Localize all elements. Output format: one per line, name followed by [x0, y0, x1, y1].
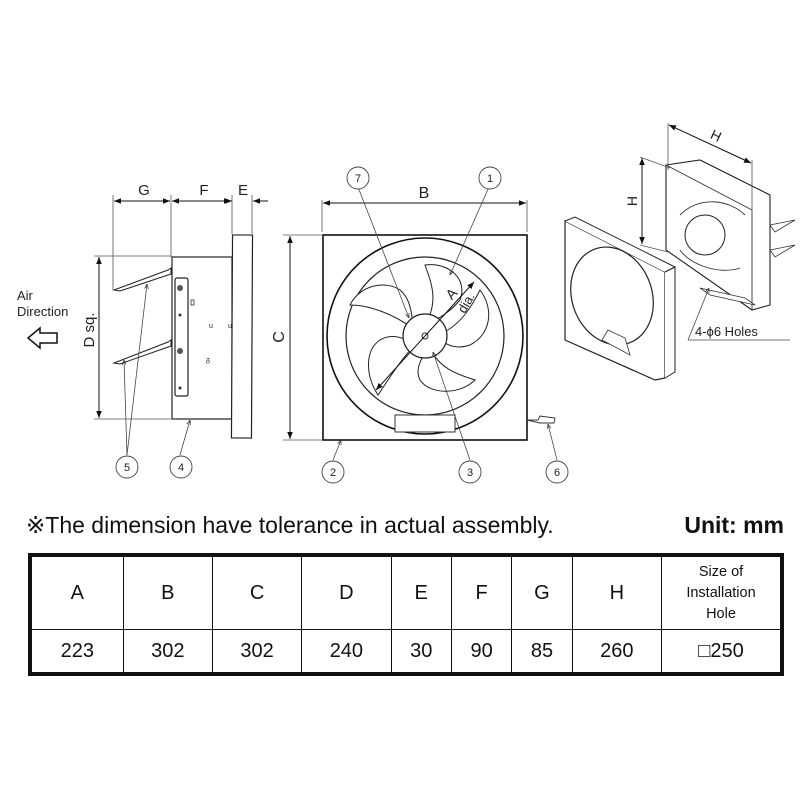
dim-f-label: F — [199, 182, 208, 199]
value-cell-h: 260 — [571, 629, 663, 675]
callout-5: 5 — [115, 455, 139, 479]
dim-h-top-line — [668, 124, 752, 164]
dim-c-label: C — [271, 331, 288, 343]
front-panel-side — [230, 234, 254, 439]
pull-cord-handle — [394, 414, 456, 433]
svg-text:u: u — [228, 323, 232, 330]
pull-cord — [526, 415, 556, 424]
svg-text:u: u — [209, 323, 213, 330]
callout-2: 2 — [321, 460, 345, 484]
svg-text:5: 5 — [124, 462, 130, 474]
header-cell-g: G — [511, 554, 573, 630]
technical-drawing: G F E D sq. u u ᵹ Air Direction — [17, 123, 796, 484]
dim-e-label: E — [238, 182, 248, 199]
dimension-table: A B C D E F G H Size of Installation Hol… — [28, 553, 784, 676]
installation-hole-line-1: Size of — [698, 563, 744, 580]
header-cell-d: D — [301, 554, 392, 630]
svg-text:ᵹ: ᵹ — [206, 357, 210, 364]
svg-text:6: 6 — [554, 467, 560, 479]
callout-7: 7 — [346, 166, 370, 190]
callout-6: 6 — [545, 460, 569, 484]
svg-text:7: 7 — [355, 173, 361, 185]
mounting-bracket — [174, 277, 189, 397]
dim-a-line — [375, 281, 475, 391]
dim-d-label: D sq. — [81, 312, 98, 347]
installation-hole-line-3: Hole — [706, 605, 736, 622]
holes-note: 4-ϕ6 Holes — [695, 324, 758, 339]
air-direction-arrow-icon — [26, 326, 58, 350]
value-cell-a: 223 — [29, 629, 124, 675]
value-cell-e: 30 — [390, 629, 452, 675]
svg-text:1: 1 — [487, 173, 493, 185]
value-cell-g: 85 — [511, 629, 573, 675]
isometric-view: H H 4-ϕ6 Holes — [564, 123, 796, 381]
dim-h-side-label: H — [624, 196, 640, 206]
value-cell-b: 302 — [122, 629, 213, 675]
header-cell-installation-hole: Size of Installation Hole — [661, 554, 783, 630]
iso-panel-opening — [570, 246, 654, 346]
tolerance-note: ※The dimension have tolerance in actual … — [26, 512, 554, 538]
unit-label: Unit: mm — [684, 512, 784, 538]
header-cell-h: H — [571, 554, 663, 630]
value-cell-f: 90 — [450, 629, 513, 675]
header-cell-c: C — [211, 554, 303, 630]
installation-hole-line-2: Installation — [686, 584, 756, 601]
air-direction-label: Air Direction — [17, 288, 68, 319]
callout-3: 3 — [458, 460, 482, 484]
value-cell-installation-hole: □250 — [661, 629, 783, 675]
front-view: B C A dia. 7 — [271, 166, 569, 484]
svg-text:4: 4 — [178, 462, 184, 474]
dim-g-label: G — [138, 182, 150, 199]
side-view: G F E D sq. u u ᵹ Air Direction — [17, 182, 268, 479]
callout-4: 4 — [169, 455, 193, 479]
dim-b-label: B — [419, 185, 430, 202]
shutter-flap — [112, 267, 172, 292]
header-cell-e: E — [390, 554, 452, 630]
value-cell-c: 302 — [211, 629, 303, 675]
header-cell-b: B — [122, 554, 213, 630]
svg-text:3: 3 — [467, 467, 473, 479]
table-row: 223 302 302 240 30 90 85 260 □250 — [29, 629, 783, 675]
dim-h-top-label: H — [708, 126, 724, 145]
shutter-flap — [112, 339, 172, 365]
value-cell-d: 240 — [301, 629, 392, 675]
header-cell-f: F — [450, 554, 513, 630]
header-cell-a: A — [29, 554, 124, 630]
svg-text:2: 2 — [330, 467, 336, 479]
table-header-row: A B C D E F G H Size of Installation Hol… — [29, 554, 783, 630]
callout-1: 1 — [478, 166, 502, 190]
